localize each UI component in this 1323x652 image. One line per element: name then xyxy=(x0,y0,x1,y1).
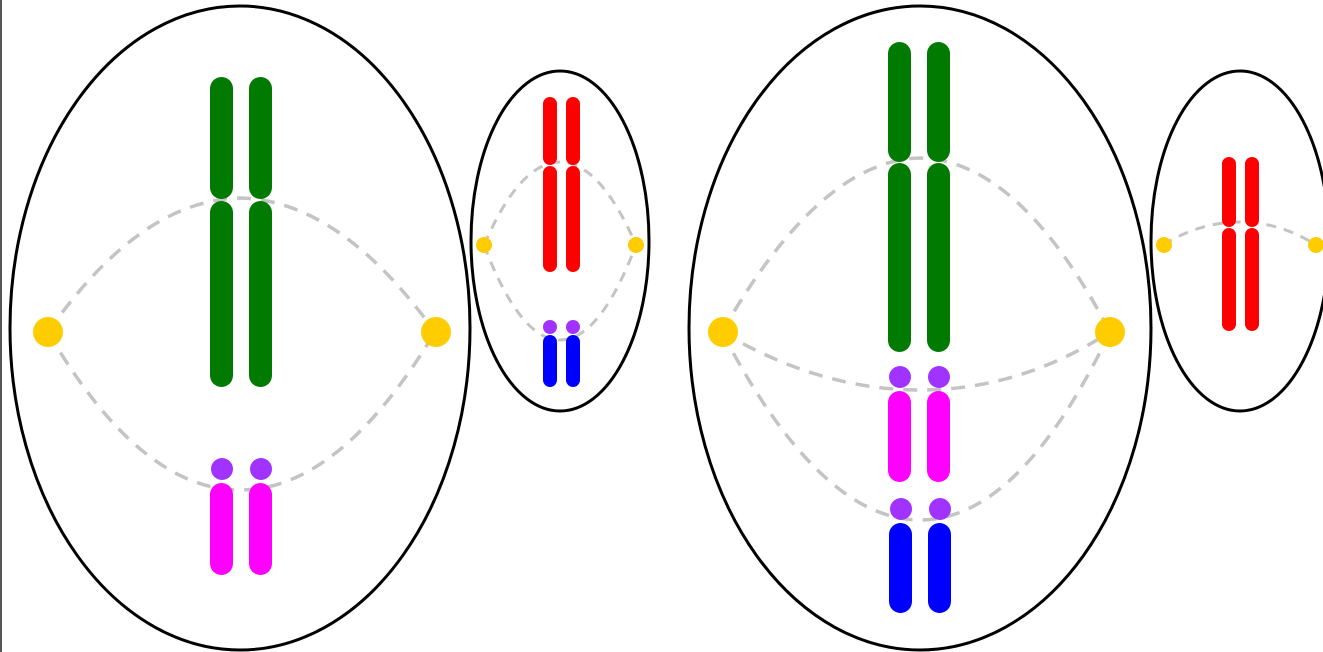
magenta-chromosome xyxy=(249,483,272,575)
centrosome-left xyxy=(476,237,492,253)
red-chromosome-upper-arm xyxy=(543,97,557,165)
green-chromosome-lower-arm xyxy=(888,163,911,352)
blue-chromosome xyxy=(889,523,912,613)
red-chromosome-upper-arm xyxy=(1245,157,1259,227)
centrosome-right xyxy=(1308,237,1323,253)
green-chromosome-upper-arm xyxy=(927,42,950,162)
red-chromosome-lower-arm xyxy=(1222,228,1236,331)
red-chromosome-lower-arm xyxy=(566,166,580,272)
large-cell-2 xyxy=(687,4,1153,652)
green-chromosome-upper-arm xyxy=(249,77,272,199)
green-chromosome-lower-arm xyxy=(249,201,272,387)
large-cell-1 xyxy=(8,4,472,652)
red-chromosome-lower-arm xyxy=(1245,228,1259,331)
red-chromosome-upper-arm xyxy=(566,97,580,165)
centromere-bead xyxy=(543,320,557,334)
small-cell-1 xyxy=(469,69,651,413)
centromere-bead xyxy=(250,458,272,480)
green-chromosome-upper-arm xyxy=(210,77,233,199)
left-border xyxy=(0,0,2,652)
centromere-bead xyxy=(211,458,233,480)
magenta-chromosome xyxy=(888,391,911,482)
centrosome-left xyxy=(1156,237,1172,253)
spindle-fiber xyxy=(46,331,437,492)
blue-chromosome xyxy=(566,335,580,387)
blue-chromosome xyxy=(928,523,951,613)
spindle-fiber xyxy=(482,244,638,342)
small-cell-2 xyxy=(1149,69,1323,413)
green-chromosome-upper-arm xyxy=(888,42,911,162)
centromere-bead xyxy=(929,498,951,520)
cell-membrane xyxy=(8,4,472,652)
spindle-fiber xyxy=(46,196,437,334)
centrosome-left xyxy=(708,317,738,347)
spindle-fiber xyxy=(482,160,638,246)
cell-membrane xyxy=(1149,69,1323,413)
spindle-fiber xyxy=(1162,220,1317,247)
magenta-chromosome xyxy=(210,483,233,575)
red-chromosome-upper-arm xyxy=(1222,157,1236,227)
spindle-fiber xyxy=(720,331,1112,522)
cell-membrane xyxy=(687,4,1153,652)
cell-membrane xyxy=(469,69,651,413)
centrosome-right xyxy=(628,237,644,253)
spindle-fiber xyxy=(720,156,1112,333)
centromere-bead xyxy=(890,498,912,520)
green-chromosome-lower-arm xyxy=(210,201,233,387)
centrosome-left xyxy=(33,317,63,347)
spindle-fiber xyxy=(721,330,1111,392)
green-chromosome-lower-arm xyxy=(927,163,950,352)
centrosome-right xyxy=(421,317,451,347)
centrosome-right xyxy=(1095,317,1125,347)
magenta-chromosome xyxy=(927,391,950,482)
centromere-bead xyxy=(566,320,580,334)
blue-chromosome xyxy=(543,335,557,387)
red-chromosome-lower-arm xyxy=(543,166,557,272)
centromere-bead xyxy=(889,366,911,388)
centromere-bead xyxy=(928,366,950,388)
